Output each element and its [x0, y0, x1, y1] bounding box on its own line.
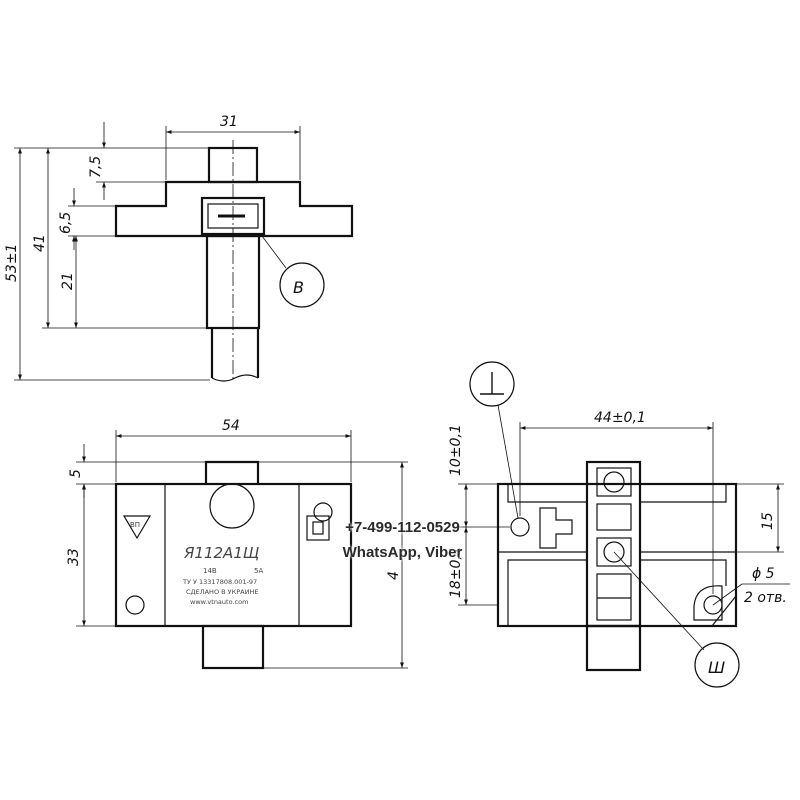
watermark-apps: WhatsApp, Viber: [342, 544, 463, 561]
logo-text: ВП: [130, 521, 140, 529]
front-view: ВП Я112А1Щ 14В 5А ТУ У 13317808.001-97 С…: [66, 418, 408, 670]
rear-view: 44±0,1 10±0,1 18±0,1 15 ϕ 5 2 отв. ⊥ Ш: [448, 361, 790, 688]
dim-53: 53±1: [4, 244, 20, 282]
dim-31: 31: [220, 114, 238, 130]
dim-54: 54: [222, 418, 240, 434]
callout-sh-label: Ш: [708, 658, 725, 677]
dim-7-5: 7,5: [88, 156, 104, 178]
voltage-label: 14В: [203, 567, 217, 575]
dim-4x: 4: [386, 571, 402, 580]
dim-6-5: 6,5: [58, 212, 74, 234]
dim-44: 44±0,1: [594, 410, 646, 426]
dim-5: 5: [68, 469, 84, 478]
dim-diameter-5: ϕ 5: [752, 566, 775, 582]
watermark-phone: +7-499-112-0529: [345, 519, 460, 536]
model-label: Я112А1Щ: [183, 544, 259, 562]
spec-label: ТУ У 13317808.001-97: [182, 578, 257, 586]
website-label: www.vtnauto.com: [190, 598, 248, 606]
dim-41: 41: [32, 234, 48, 252]
dim-21: 21: [60, 272, 76, 290]
dim-holes-count: 2 отв.: [744, 590, 787, 606]
dim-10: 10±0,1: [448, 424, 464, 476]
dim-18: 18±0,1: [448, 546, 464, 598]
made-in-label: СДЕЛАНО В УКРАИНЕ: [186, 588, 258, 596]
current-label: 5А: [254, 567, 263, 575]
top-view: 31 7,5 6,5 21 41 53±1 В: [4, 114, 354, 382]
callout-b-label: В: [293, 278, 304, 297]
dim-15: 15: [760, 512, 776, 530]
dim-33: 33: [66, 548, 82, 566]
